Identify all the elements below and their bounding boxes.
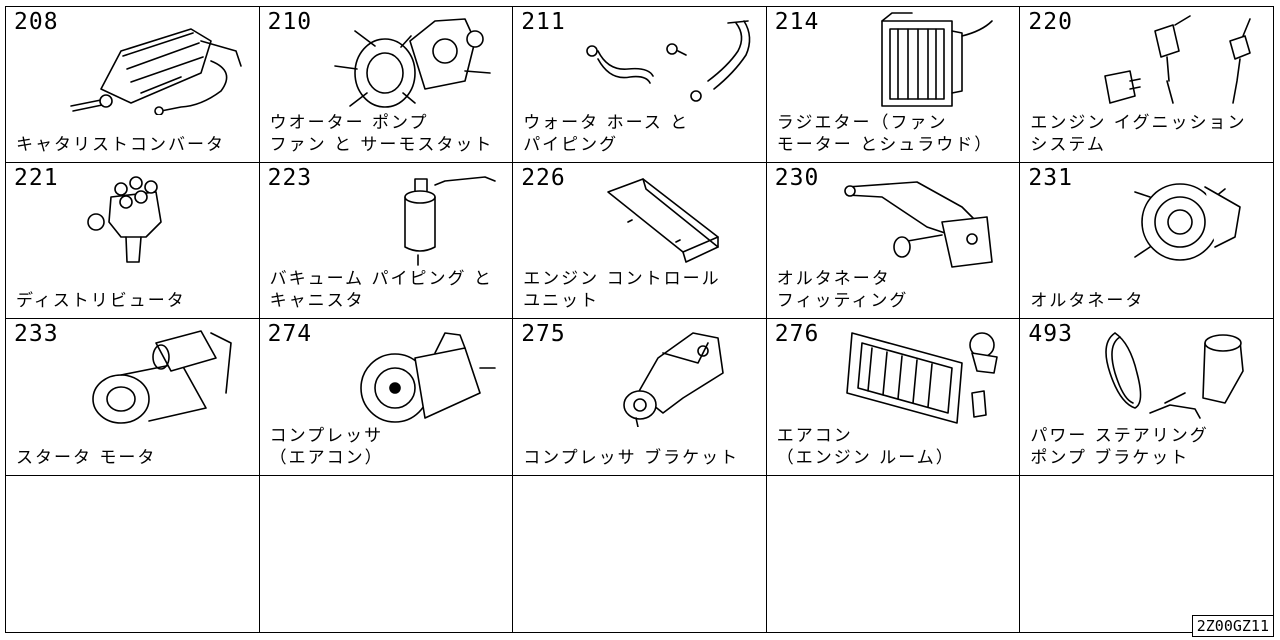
part-cell-221[interactable]: 221 ディストリビュータ xyxy=(6,163,260,319)
part-number: 493 xyxy=(1028,321,1073,347)
part-name-line: ユニット xyxy=(523,291,600,311)
part-name: ウオーター ポンプファン と サーモスタット xyxy=(270,112,494,156)
part-cell-231[interactable]: 231 オルタネータ xyxy=(1020,163,1274,319)
part-number: 231 xyxy=(1028,165,1073,191)
part-name: コンプレッサ（エアコン） xyxy=(270,425,384,469)
ignition-system-icon xyxy=(1075,11,1265,115)
part-name-line: バキューム パイピング と xyxy=(269,269,493,289)
part-number: 223 xyxy=(267,165,313,191)
part-number: 221 xyxy=(14,165,59,191)
alternator-icon xyxy=(1075,167,1265,271)
empty-cell xyxy=(513,476,767,633)
part-name: キャタリストコンバータ xyxy=(16,134,225,156)
control-unit-icon xyxy=(568,167,758,271)
radiator-icon xyxy=(822,11,1012,115)
part-name: オルタネータフィッティング xyxy=(777,268,909,312)
empty-cell xyxy=(259,476,514,633)
part-number: 211 xyxy=(521,9,566,35)
part-number: 230 xyxy=(774,165,820,191)
part-name-line: ラジエター（ファン xyxy=(776,113,948,133)
power-steering-pump-icon xyxy=(1075,323,1265,427)
vacuum-canister-icon xyxy=(315,167,505,271)
part-name-line: ディストリビュータ xyxy=(16,291,186,311)
part-name-line: ウォータ ホース と xyxy=(523,113,690,133)
part-name: バキューム パイピング とキャニスタ xyxy=(270,268,493,312)
empty-cell xyxy=(6,476,260,633)
part-name-line: パワー ステアリング xyxy=(1030,426,1209,446)
part-name-line: ポンプ ブラケット xyxy=(1030,448,1190,468)
part-name-line: パイピング xyxy=(523,135,619,155)
part-number: 233 xyxy=(14,321,59,347)
part-name: エンジン コントロールユニット xyxy=(523,268,720,312)
part-cell-211[interactable]: 211 ウォータ ホース とパイピング xyxy=(513,7,767,163)
part-number: 220 xyxy=(1028,9,1073,35)
water-pump-fan-icon xyxy=(315,11,505,115)
part-name-line: キャタリストコンバータ xyxy=(16,135,225,155)
part-cell-226[interactable]: 226 エンジン コントロールユニット xyxy=(513,163,767,319)
part-number: 275 xyxy=(521,321,566,347)
part-cell-276[interactable]: 276 エアコン（エンジン ルーム） xyxy=(766,319,1021,476)
part-cell-230[interactable]: 230 オルタネータフィッティング xyxy=(766,163,1021,319)
part-number: 274 xyxy=(267,321,313,347)
part-name: パワー ステアリングポンプ ブラケット xyxy=(1030,425,1208,469)
part-name-line: オルタネータ xyxy=(776,269,891,289)
distributor-icon xyxy=(61,167,251,271)
part-name-line: スタータ モータ xyxy=(16,448,157,468)
part-cell-493[interactable]: 493 パワー ステアリングポンプ ブラケット xyxy=(1020,319,1274,476)
water-hose-icon xyxy=(568,11,758,115)
compressor-bracket-icon xyxy=(568,323,758,428)
part-cell-233[interactable]: 233 スタータ モータ xyxy=(6,319,260,476)
starter-motor-icon xyxy=(61,323,251,427)
ac-condenser-icon xyxy=(822,323,1012,427)
part-name-line: ウオーター ポンプ xyxy=(269,113,429,133)
part-name-line: コンプレッサ xyxy=(269,426,384,446)
part-number: 208 xyxy=(14,9,59,35)
part-cell-275[interactable]: 275 コンプレッサ ブラケット xyxy=(513,319,767,476)
empty-cell xyxy=(1020,476,1274,633)
part-cell-274[interactable]: 274 コンプレッサ（エアコン） xyxy=(259,319,514,476)
ac-compressor-icon xyxy=(315,323,505,427)
part-number: 276 xyxy=(774,321,820,347)
part-cell-210[interactable]: 210 ウオーター ポンプファン と サーモスタット xyxy=(259,7,514,163)
part-name: ディストリビュータ xyxy=(16,290,186,312)
part-name-line: ファン と サーモスタット xyxy=(269,135,494,155)
alternator-bracket-icon xyxy=(822,167,1012,271)
part-number: 214 xyxy=(774,9,820,35)
part-name-line: モーター とシュラウド） xyxy=(776,135,994,155)
part-name-line: エンジン イグニッション xyxy=(1030,113,1247,133)
part-name: エンジン イグニッションシステム xyxy=(1030,112,1246,156)
part-name: オルタネータ xyxy=(1030,290,1144,312)
part-name-line: オルタネータ xyxy=(1030,291,1145,311)
diagram-code: 2Z00GZ11 xyxy=(1191,615,1274,637)
part-name: スタータ モータ xyxy=(16,447,156,469)
part-cell-208[interactable]: 208 キャタリストコンバータ xyxy=(6,7,260,163)
part-cell-223[interactable]: 223 バキューム パイピング とキャニスタ xyxy=(259,163,514,319)
part-name: ウォータ ホース とパイピング xyxy=(523,112,689,156)
part-name: ラジエター（ファンモーター とシュラウド） xyxy=(777,112,993,156)
part-name-line: エンジン コントロール xyxy=(523,269,721,289)
part-name: コンプレッサ ブラケット xyxy=(523,447,739,469)
part-number: 226 xyxy=(521,165,566,191)
part-name-line: エアコン xyxy=(776,426,853,446)
part-name-line: フィッティング xyxy=(776,291,909,311)
part-name-line: システム xyxy=(1030,135,1106,155)
part-name-line: （エアコン） xyxy=(269,448,384,468)
part-cell-214[interactable]: 214 ラジエター（ファンモーター とシュラウド） xyxy=(766,7,1021,163)
part-name-line: キャニスタ xyxy=(269,291,365,311)
part-name-line: （エンジン ルーム） xyxy=(776,448,955,468)
catalytic-converter-icon xyxy=(61,11,251,116)
empty-cell xyxy=(766,476,1021,633)
part-cell-220[interactable]: 220 エンジン イグニッションシステム xyxy=(1020,7,1274,163)
part-name: エアコン（エンジン ルーム） xyxy=(777,425,955,469)
part-name-line: コンプレッサ ブラケット xyxy=(523,448,740,468)
part-number: 210 xyxy=(267,9,313,35)
